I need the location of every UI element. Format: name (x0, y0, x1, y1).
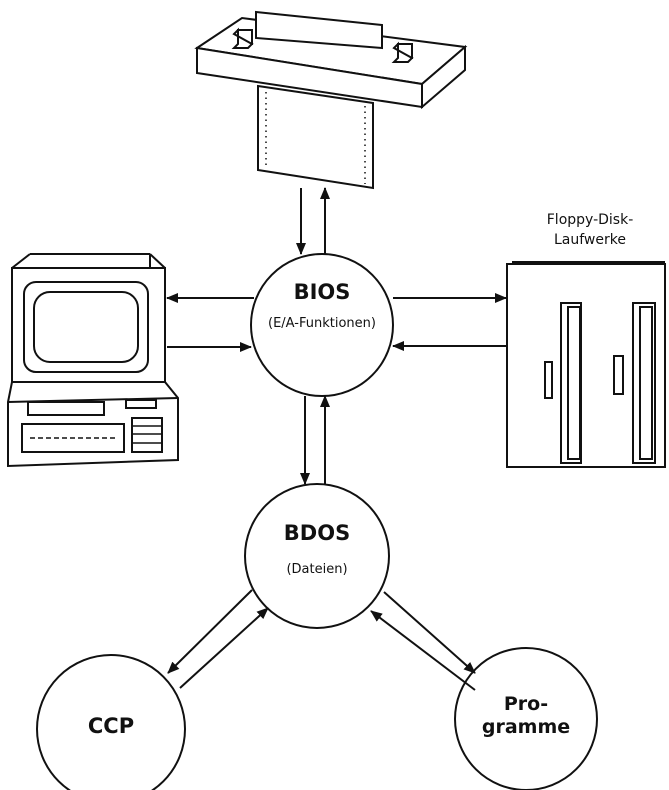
arrow-bdos-to-programme (383, 591, 476, 674)
arrow-bdos-to-ccp (167, 589, 253, 674)
bdos-title: BDOS (283, 521, 351, 545)
bios-subtitle: (E/A-Funktionen) (268, 316, 376, 331)
terminal-icon (7, 253, 179, 468)
bdos-node (244, 483, 390, 629)
bios-title: BIOS (293, 280, 351, 304)
arrow-ccp-to-bdos (179, 607, 269, 689)
bdos-subtitle: (Dateien) (286, 562, 348, 577)
programme-label-line1: Pro- (503, 693, 549, 715)
floppy-label-line2: Laufwerke (554, 232, 626, 248)
printer-icon (194, 10, 468, 190)
ccp-label: CCP (87, 714, 135, 738)
programme-node (454, 647, 598, 790)
floppy-label-line1: Floppy-Disk- (546, 212, 634, 228)
ccp-node (36, 654, 186, 790)
arrow-programme-to-bdos (370, 610, 476, 691)
programme-label-line2: gramme (481, 716, 571, 738)
floppy-drives-icon (506, 261, 666, 468)
